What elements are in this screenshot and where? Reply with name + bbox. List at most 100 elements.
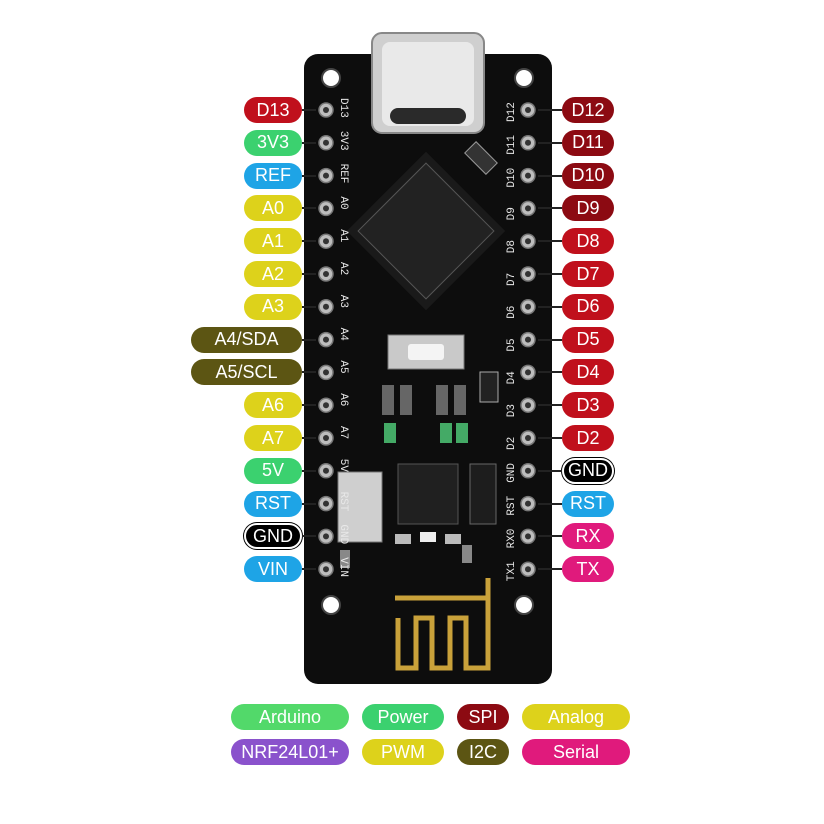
silk-label-left: A3 <box>337 295 349 308</box>
pin-hole-center <box>323 402 329 409</box>
silk-label-right: TX1 <box>506 561 518 581</box>
led-icon <box>454 385 466 415</box>
mount-hole-icon <box>514 595 534 615</box>
connector-line <box>538 502 562 505</box>
connector-line <box>538 371 562 374</box>
pin-label-right-d10: D10 <box>562 162 614 189</box>
crystal-icon <box>464 141 498 175</box>
silk-label-right: D2 <box>506 437 518 450</box>
silk-label-right: D5 <box>506 338 518 351</box>
pin-hole-center <box>323 533 329 540</box>
pin-hole-center <box>323 467 329 474</box>
pin-label-right-d11: D11 <box>562 129 614 156</box>
led-icon <box>456 423 468 443</box>
pin-hole-center <box>525 107 531 113</box>
antenna-icon <box>395 578 491 671</box>
pin-hole-center <box>525 336 531 343</box>
silk-label-left: RST <box>337 492 349 512</box>
connector-line <box>538 437 562 439</box>
legend-item-i2c: I2C <box>457 739 509 765</box>
pin-label-right-d4: D4 <box>562 359 614 386</box>
silk-label-left: A7 <box>337 426 349 439</box>
pin-hole-center <box>323 139 329 146</box>
silk-label-right: RST <box>506 495 518 515</box>
pin-label-left-a0: A0 <box>244 195 302 222</box>
silk-label-left: A0 <box>337 196 349 209</box>
connector-line <box>302 109 316 111</box>
pin-label-right-gnd: GND <box>562 457 614 484</box>
pin-label-left-d13: D13 <box>244 97 302 123</box>
connector-line <box>302 305 316 308</box>
pin-label-right-tx: TX <box>562 556 614 583</box>
reset-button-icon <box>387 334 465 370</box>
connector-line <box>302 371 316 374</box>
pin-label-right-d5: D5 <box>562 326 614 353</box>
pin-hole-center <box>525 566 531 573</box>
pin-label-left-gnd: GND <box>244 523 302 550</box>
connector-line <box>538 305 562 308</box>
pin-label-right-d9: D9 <box>562 195 614 222</box>
legend-item-arduino: Arduino <box>231 704 349 730</box>
regulator-icon <box>469 463 497 525</box>
pin-label-left-rst: RST <box>244 490 302 517</box>
pin-label-left-a3: A3 <box>244 293 302 320</box>
pin-label-right-rx: RX <box>562 523 614 550</box>
pin-label-right-d7: D7 <box>562 261 614 287</box>
silk-label-left: REF <box>337 164 349 184</box>
connector-line <box>302 273 316 275</box>
silk-label-right: D10 <box>506 168 518 188</box>
silk-label-left: VIN <box>337 557 349 577</box>
pin-hole-center <box>323 369 329 376</box>
legend-item-power: Power <box>362 704 444 730</box>
silk-label-right: D3 <box>506 404 518 417</box>
led-icon <box>400 385 412 415</box>
pin-label-left-5v: 5V <box>244 457 302 484</box>
pin-label-left-ref: REF <box>244 162 302 189</box>
pin-hole-center <box>323 205 329 212</box>
mount-hole-icon <box>321 68 341 88</box>
connector-line <box>538 207 562 210</box>
pin-hole-center <box>525 533 531 540</box>
pin-hole-center <box>323 238 329 245</box>
mount-hole-icon <box>321 595 341 615</box>
silk-label-left: D13 <box>337 98 349 118</box>
connector-line <box>538 109 562 111</box>
pin-hole-center <box>525 205 531 212</box>
silk-label-left: A5 <box>337 360 349 373</box>
pin-hole-center <box>323 107 329 113</box>
silk-label-left: 5V <box>337 459 349 473</box>
silk-label-right: D11 <box>506 135 518 155</box>
pin-hole-center <box>323 271 329 277</box>
silk-label-right: D12 <box>506 102 518 122</box>
silk-label-left: A6 <box>337 393 349 406</box>
pin-hole-center <box>525 435 531 441</box>
usb-c-connector-icon <box>371 32 485 134</box>
pin-hole-center <box>525 369 531 376</box>
silk-label-left: A1 <box>337 229 349 243</box>
silk-label-right: GND <box>506 463 518 483</box>
pin-hole-center <box>323 172 329 179</box>
connector-line <box>538 338 562 341</box>
led-icon <box>384 423 396 443</box>
pin-label-right-d8: D8 <box>562 228 614 255</box>
silk-label-left: A2 <box>337 262 349 275</box>
silk-label-left: GND <box>337 524 349 544</box>
pin-label-left-a7: A7 <box>244 425 302 451</box>
silk-label-right: D9 <box>506 207 518 220</box>
silk-label-left: 3V3 <box>337 131 349 151</box>
silk-label-right: D4 <box>506 371 518 385</box>
connector-line <box>538 404 562 407</box>
pin-label-right-d6: D6 <box>562 293 614 320</box>
pin-label-left-a6: A6 <box>244 392 302 419</box>
pin-hole-center <box>525 238 531 245</box>
legend-item-pwm: PWM <box>362 739 444 765</box>
connector-line <box>302 207 316 210</box>
connector-line <box>538 273 562 275</box>
connector-line <box>538 535 562 538</box>
pin-hole-center <box>525 172 531 179</box>
pin-label-left-vin: VIN <box>244 556 302 583</box>
pin-label-left-a4sda: A4/SDA <box>191 326 302 353</box>
pin-label-left-a2: A2 <box>244 261 302 287</box>
connector-line <box>538 568 562 571</box>
